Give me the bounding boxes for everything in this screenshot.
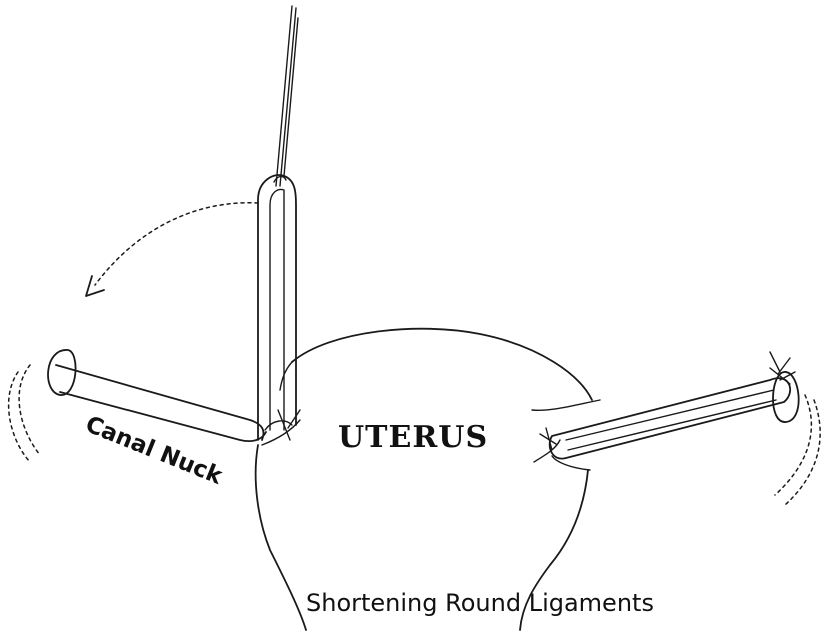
uterus-label: UTERUS <box>338 420 488 455</box>
caption: Shortening Round Ligaments <box>306 589 654 617</box>
canal-label: Canal Nuck <box>82 411 227 490</box>
vertical-ligament-loop <box>258 175 296 440</box>
left-ring-dashes <box>9 365 40 462</box>
rotation-arrow <box>95 203 258 285</box>
left-suture-knot <box>262 410 300 445</box>
uterus-outline <box>256 329 592 630</box>
traction-thread <box>276 6 298 186</box>
vertical-ligament-inner <box>270 190 284 430</box>
left-ring <box>48 350 76 395</box>
right-ligament-inner <box>566 390 776 450</box>
uterus-upper-left-edge <box>280 362 292 390</box>
rotation-arrow-head <box>86 276 104 296</box>
